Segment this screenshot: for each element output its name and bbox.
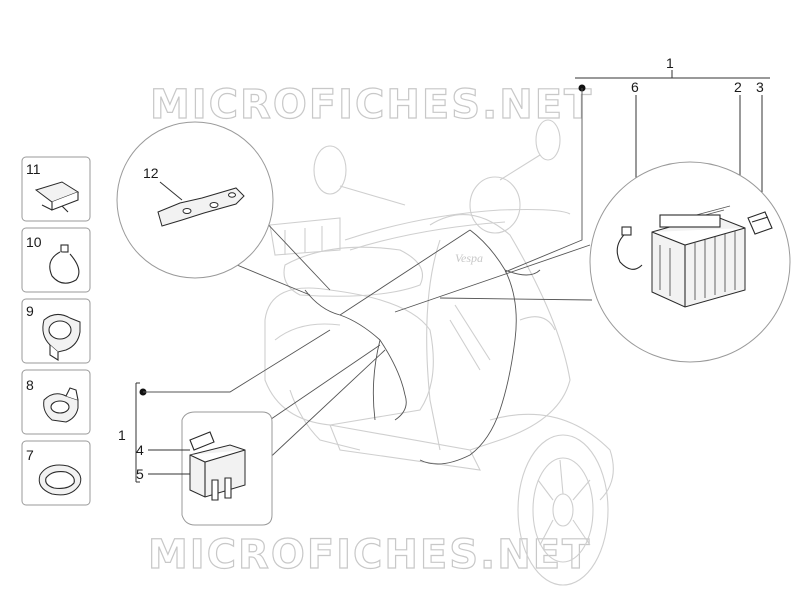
callout-1-left: 1 (118, 427, 126, 443)
watermark-top: MICROFICHES.NET (150, 82, 593, 128)
callout-11: 11 (26, 161, 41, 177)
cable-tie-6 (616, 226, 643, 270)
part-box-9: 9 (21, 298, 91, 364)
fuse-4 (189, 431, 215, 451)
part-box-10: 10 (21, 227, 91, 293)
cable-tie-10 (49, 244, 80, 284)
clamp-8 (43, 387, 79, 423)
control-unit-5 (189, 444, 246, 501)
fuse-3 (747, 211, 773, 235)
callout-2: 2 (734, 79, 742, 95)
control-unit-2 (651, 205, 746, 308)
callout-5: 5 (136, 466, 144, 482)
callout-10: 10 (26, 234, 42, 250)
detail-circle-bracket: 12 (116, 121, 331, 296)
clip-11 (34, 181, 80, 213)
detail-fuse-box: 1 4 5 (118, 329, 386, 526)
callout-12: 12 (143, 165, 159, 181)
callout-8: 8 (26, 377, 34, 393)
callout-9: 9 (26, 303, 34, 319)
scooter-outline: Vespa (264, 119, 614, 586)
detail-circle-control-unit (394, 161, 791, 363)
scooter-badge: Vespa (455, 251, 483, 265)
clamp-9 (42, 314, 81, 361)
bracket-12 (157, 187, 245, 227)
watermark-bottom: MICROFICHES.NET (148, 532, 591, 578)
callout-3: 3 (756, 79, 764, 95)
part-box-8: 8 (21, 369, 91, 435)
callout-6: 6 (631, 79, 639, 95)
callout-7: 7 (26, 447, 34, 463)
part-box-7: 7 (21, 440, 91, 506)
strap-7 (38, 464, 82, 496)
part-box-11: 11 (21, 156, 91, 222)
callout-1-top: 1 (666, 55, 674, 71)
wiring-harness (304, 229, 541, 465)
callout-4: 4 (136, 442, 144, 458)
